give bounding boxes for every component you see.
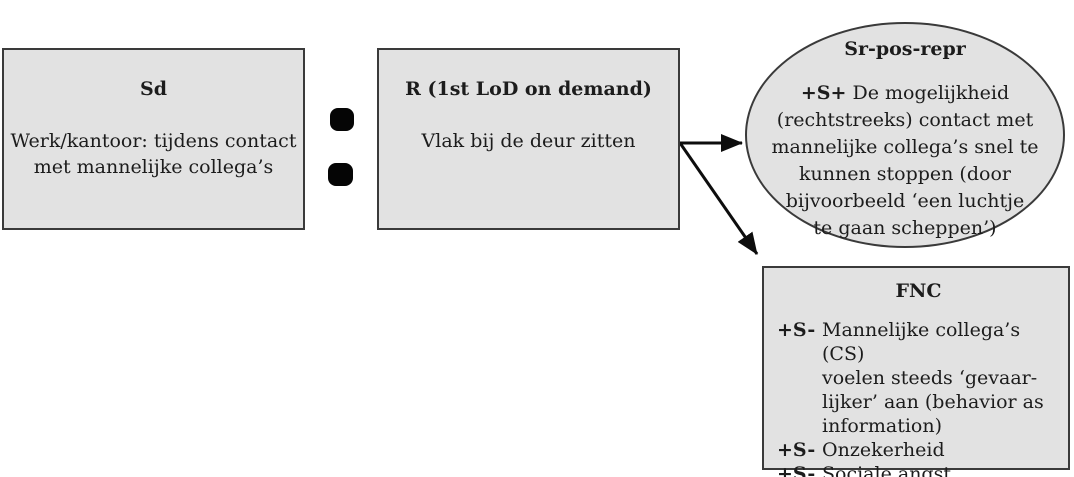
fnc-box-title: FNC [895,280,942,302]
r-box-title: R (1st LoD on demand) [405,78,652,100]
sr-pos-repr-title: Sr-pos-repr [844,38,966,60]
arrow-r-to-fnc [678,142,759,255]
colon-dot-top [330,108,354,131]
sd-box: Sd Werk/kantoor: tijdens contact met man… [2,48,305,230]
fnc-item: +S- Mannelijke collega’s (CS) voelen ste… [777,318,1060,438]
fnc-item: +S- Onzekerheid [777,438,1060,462]
sd-box-title: Sd [139,78,167,100]
fnc-item: +S- Sociale angst [777,462,1060,477]
r-box: R (1st LoD on demand) Vlak bij de deur z… [377,48,680,230]
sr-pos-repr-ellipse: Sr-pos-repr +S+ De mogelijkheid (rechtst… [745,22,1065,248]
plus-s-plus-marker: +S+ [800,82,847,104]
fnc-box: FNC +S- Mannelijke collega’s (CS) voelen… [762,266,1070,477]
plus-s-minus-marker: +S- [777,319,816,341]
plus-s-minus-marker: +S- [777,439,816,461]
r-box-text: Vlak bij de deur zitten [421,130,636,152]
sr-pos-repr-first-line-text: De mogelijkheid [852,82,1010,104]
sd-box-text: Werk/kantoor: tijdens contact met mannel… [10,130,297,178]
colon-dot-bottom [328,163,353,186]
fnc-item-text: Mannelijke collega’s (CS) voelen steeds … [822,319,1044,437]
plus-s-minus-marker: +S- [777,463,816,477]
sr-pos-repr-first-line: +S+ De mogelijkheid [747,80,1063,107]
fnc-item-text: Sociale angst [822,463,951,477]
fnc-item-text: Onzekerheid [822,439,945,461]
sr-pos-repr-text: (rechtstreeks) contact met mannelijke co… [771,109,1039,239]
